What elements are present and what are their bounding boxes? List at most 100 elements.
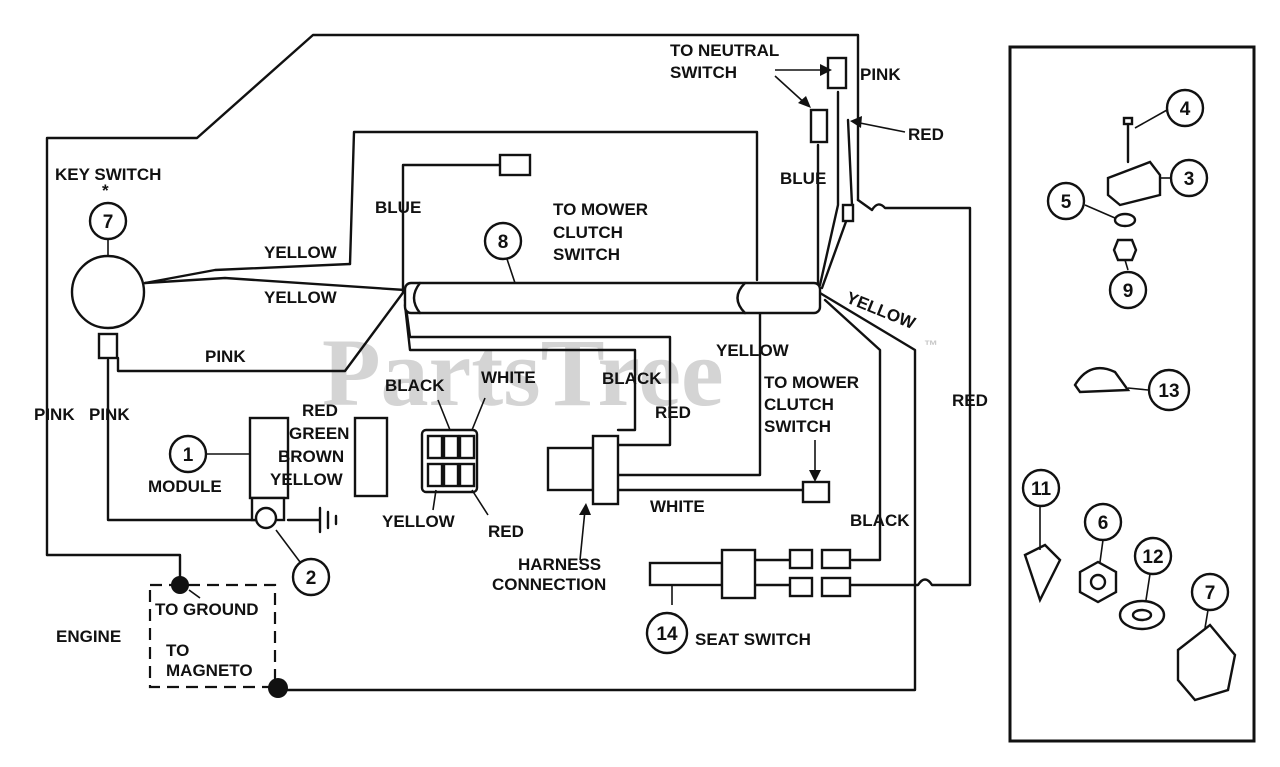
label-module-red: RED — [302, 401, 338, 420]
module-end — [353, 416, 389, 498]
callout-key-switch: 7 — [88, 201, 128, 241]
label-pink-left-2: PINK — [89, 405, 130, 424]
svg-text:5: 5 — [1061, 192, 1072, 213]
outer-pink-wire-to-ground — [45, 553, 182, 587]
harness-lead-b — [403, 303, 637, 432]
svg-text:9: 9 — [1123, 281, 1134, 302]
module — [248, 416, 389, 534]
callout-ground-clip: 2 — [291, 557, 331, 597]
neutral-small-connector — [841, 203, 855, 223]
nut-part — [1112, 238, 1138, 262]
callout-seat-switch: 14 — [645, 611, 689, 655]
label-blue-right: BLUE — [780, 169, 826, 188]
label-to-magneto-1: TO — [166, 641, 189, 660]
callout-harness: 8 — [483, 221, 523, 261]
pink-neutral-lead — [818, 90, 840, 287]
harness-lead-c — [616, 308, 762, 477]
engine-box — [148, 583, 277, 689]
label-yellow-plug: YELLOW — [382, 512, 456, 531]
label-to-magneto-2: MAGNETO — [166, 661, 253, 680]
callout-part-3: 3 — [1169, 158, 1209, 198]
label-clutch-top-2: CLUTCH — [553, 223, 623, 242]
callout-part-12: 12 — [1133, 536, 1173, 576]
label-module-green: GREEN — [289, 424, 349, 443]
blue-loop-wire — [348, 130, 759, 282]
key-pink-wire — [106, 358, 257, 522]
label-white-plug: WHITE — [481, 368, 536, 387]
label-clutch-top-3: SWITCH — [553, 245, 620, 264]
svg-text:4: 4 — [1180, 99, 1191, 120]
callout-part-5: 5 — [1046, 181, 1086, 221]
yellow-diag-wire — [283, 291, 917, 692]
label-to-ground: TO GROUND — [155, 600, 259, 619]
key-switch-part — [1176, 623, 1237, 702]
svg-text:1: 1 — [183, 445, 194, 466]
label-key-asterisk: * — [102, 181, 109, 200]
label-blue-left: BLUE — [375, 198, 421, 217]
label-module: MODULE — [148, 477, 222, 496]
svg-text:12: 12 — [1142, 547, 1163, 568]
callout-part-13: 13 — [1147, 368, 1191, 412]
callout-part-11: 11 — [1021, 468, 1061, 508]
mower-clutch-connector-top — [498, 153, 532, 177]
label-pink-mid: PINK — [205, 347, 246, 366]
label-key-switch: KEY SWITCH — [55, 165, 161, 184]
clip-part — [1073, 367, 1131, 394]
neutral-connector-lower — [809, 108, 829, 144]
red-arrow — [854, 121, 906, 133]
label-yellow-2: YELLOW — [264, 288, 338, 307]
label-black-plug: BLACK — [385, 376, 445, 395]
key-switch — [70, 254, 146, 360]
callouts: 7 8 1 2 14 4 3 5 9 13 11 6 12 7 — [88, 88, 1230, 655]
label-harness-1: HARNESS — [518, 555, 601, 574]
mower-clutch-connector-mid — [801, 480, 831, 504]
label-red-plug: RED — [488, 522, 524, 541]
yellow-wire-lower — [143, 276, 407, 292]
svg-text:7: 7 — [103, 212, 114, 233]
label-clutch-mid-1: TO MOWER — [764, 373, 859, 392]
callout-part-4: 4 — [1165, 88, 1205, 128]
bracket-part — [1106, 160, 1162, 207]
label-black-conn: BLACK — [602, 369, 662, 388]
svg-text:3: 3 — [1184, 169, 1195, 190]
ground-terminal — [171, 576, 189, 594]
yellow-wire-upper — [143, 262, 352, 285]
label-yellow-1: YELLOW — [264, 243, 338, 262]
label-red-conn: RED — [655, 403, 691, 422]
harness-lead-d — [823, 298, 882, 562]
svg-text:14: 14 — [656, 624, 678, 645]
key-part — [1023, 543, 1062, 604]
svg-text:11: 11 — [1031, 479, 1052, 500]
red-right-wire — [848, 198, 972, 587]
labels: KEY SWITCH * BLUE TO MOWER CLUTCH SWITCH… — [34, 41, 988, 680]
label-pink-left-1: PINK — [34, 405, 75, 424]
svg-text:8: 8 — [498, 232, 509, 253]
harness-plug — [420, 397, 489, 516]
watermark-trademark: ™ — [924, 337, 938, 353]
parts-panel — [1008, 45, 1256, 743]
label-seat-switch: SEAT SWITCH — [695, 630, 811, 649]
label-clutch-mid-2: CLUTCH — [764, 395, 834, 414]
callout-part-6: 6 — [1083, 502, 1123, 542]
neutral-connector-upper — [826, 56, 848, 90]
label-pink-top: PINK — [860, 65, 901, 84]
label-engine: ENGINE — [56, 627, 121, 646]
svg-text:7: 7 — [1205, 583, 1216, 604]
label-module-yellow: YELLOW — [270, 470, 344, 489]
label-white-conn: WHITE — [650, 497, 705, 516]
svg-text:6: 6 — [1098, 513, 1109, 534]
label-clutch-top-1: TO MOWER — [553, 200, 648, 219]
label-red-right: RED — [952, 391, 988, 410]
callout-module: 1 — [168, 434, 208, 474]
svg-text:2: 2 — [306, 568, 317, 589]
label-red-top: RED — [908, 125, 944, 144]
key-switch-body — [70, 254, 146, 330]
harness — [403, 281, 822, 315]
callout-part-9: 9 — [1108, 270, 1148, 310]
label-module-brown: BROWN — [278, 447, 344, 466]
key-switch-plug — [97, 332, 119, 360]
label-neutral-2: SWITCH — [670, 63, 737, 82]
label-neutral-1: TO NEUTRAL — [670, 41, 779, 60]
blue-wire-to-clutch-top — [401, 163, 502, 294]
